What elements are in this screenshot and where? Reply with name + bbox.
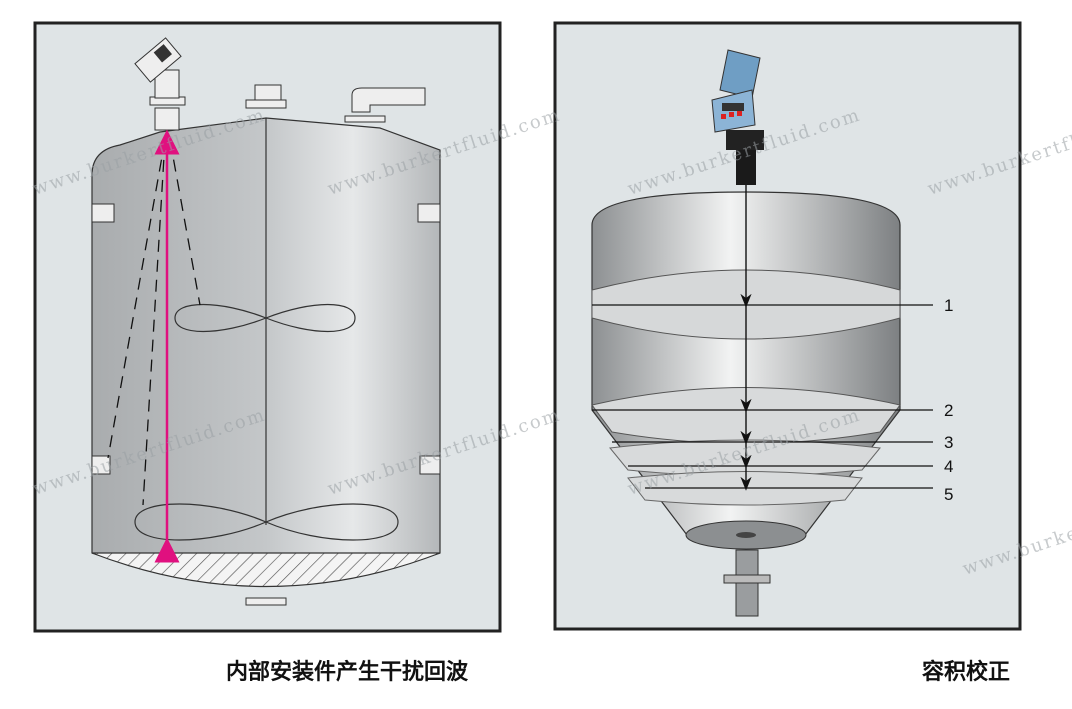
right-caption: 容积校正 xyxy=(921,660,1011,685)
agitator-blade-lower xyxy=(134,503,399,541)
agitator-blade-upper xyxy=(174,304,356,332)
left-caption: 内部安装件产生干扰回波 xyxy=(225,660,469,685)
level-label-3: 3 xyxy=(944,433,953,452)
radar-sensor-left xyxy=(134,37,186,131)
level-label-4: 4 xyxy=(944,457,953,476)
level-lines xyxy=(592,304,933,489)
ultrasonic-sensor-right xyxy=(711,49,764,185)
level-label-1: 1 xyxy=(944,296,953,315)
nozzle-right xyxy=(344,87,426,123)
bottom-outlet xyxy=(245,597,287,606)
level-label-5: 5 xyxy=(944,485,953,504)
baffles xyxy=(91,203,441,475)
nozzle-center xyxy=(245,84,287,109)
right-panel: 1 2 3 4 5 xyxy=(553,21,1022,631)
level-label-2: 2 xyxy=(944,401,953,420)
left-panel xyxy=(33,21,502,633)
